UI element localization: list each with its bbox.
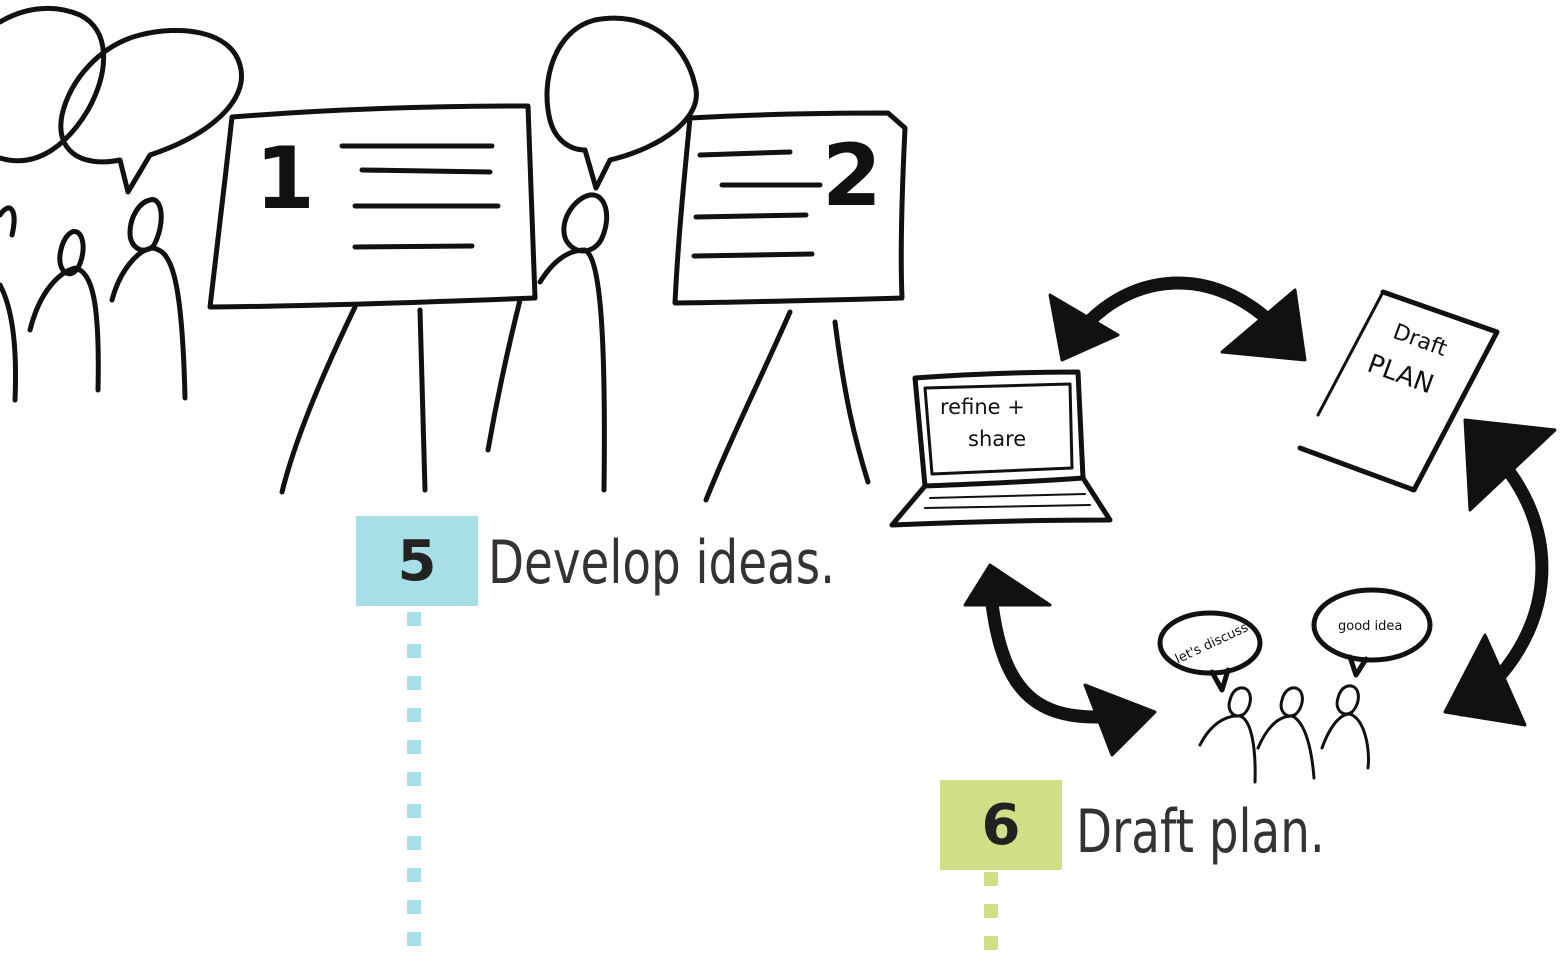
person-figure [109, 197, 188, 401]
person-figure [27, 229, 101, 393]
left-people-group [0, 5, 244, 403]
speech-bubble [0, 5, 107, 164]
arrow-laptop-people [963, 563, 1157, 757]
laptop-icon: refine + share [889, 369, 1113, 528]
arrow-document-people [1443, 418, 1557, 727]
arrow-laptop-document [1048, 276, 1307, 362]
step-6-label: Draft plan. [1076, 797, 1325, 867]
person-figure [1256, 686, 1316, 780]
person-figure [0, 205, 19, 403]
flipchart-1: 1 [207, 103, 538, 495]
step-5-badge: 5 [356, 516, 478, 606]
person-figure [1320, 684, 1370, 770]
document-text-line2: PLAN [1363, 349, 1437, 400]
step-6-badge: 6 [940, 780, 1062, 870]
bubble-text-left: let's discuss [1173, 620, 1251, 667]
step-6-dotted-connector [984, 872, 998, 960]
laptop-text-line2: share [968, 427, 1026, 451]
discussion-group: let's discuss good idea [1157, 587, 1433, 784]
laptop-text-line1: refine + [940, 395, 1025, 419]
step-5-label: Develop ideas. [488, 528, 835, 598]
step-5-number: 5 [397, 528, 437, 594]
presenter-figure [485, 15, 699, 493]
speech-bubble [58, 28, 244, 195]
person-figure [1198, 686, 1257, 784]
document-text-line1: Draft [1390, 319, 1451, 362]
speech-bubble [1311, 587, 1433, 663]
step-6-number: 6 [981, 792, 1021, 858]
speech-bubble [544, 15, 699, 191]
flipchart-1-number: 1 [255, 129, 315, 229]
flipchart-2-number: 2 [822, 126, 882, 226]
flipchart-2: 2 [672, 110, 908, 503]
bubble-text-right: good idea [1338, 619, 1402, 634]
step-5-dotted-connector [407, 612, 421, 957]
